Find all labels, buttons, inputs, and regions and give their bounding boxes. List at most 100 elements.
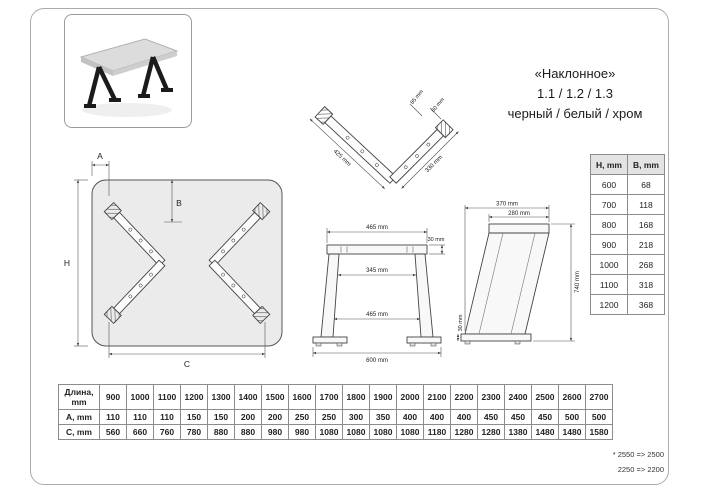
hb-h: 900 bbox=[590, 234, 628, 255]
shadow bbox=[82, 103, 172, 117]
dim-30-foot-label: 30 mm bbox=[458, 314, 464, 331]
inner-edges bbox=[478, 232, 536, 335]
c-cell: 880 bbox=[234, 424, 262, 440]
hb-b: 218 bbox=[626, 234, 665, 255]
a-cell: 500 bbox=[585, 409, 613, 425]
a-cell: 400 bbox=[396, 409, 424, 425]
length-cell: 1800 bbox=[342, 384, 370, 410]
length-cell: 1600 bbox=[288, 384, 316, 410]
v-part-drawing: 425 mm 330 mm 85 mm 60 mm bbox=[309, 89, 459, 190]
dim-85-label: 85 mm bbox=[410, 89, 426, 106]
leg-left bbox=[103, 202, 166, 324]
dim-b-label: B bbox=[176, 198, 182, 208]
dim-30-label: 30 mm bbox=[428, 237, 445, 243]
product-render bbox=[79, 38, 179, 117]
a-cell: 200 bbox=[234, 409, 262, 425]
mount-slots bbox=[340, 246, 414, 253]
a-cell: 110 bbox=[126, 409, 154, 425]
a-cell: 450 bbox=[531, 409, 559, 425]
footnotes: * 2550 => 2500 2250 => 2200 bbox=[552, 447, 664, 477]
length-cell: 1500 bbox=[261, 384, 289, 410]
a-cell: 200 bbox=[261, 409, 289, 425]
c-row: C, mm 560 660 760 780 880 880 980 980 10… bbox=[58, 424, 613, 440]
a-cell: 450 bbox=[477, 409, 505, 425]
row-header-a: A, mm bbox=[58, 409, 100, 425]
a-cell: 150 bbox=[180, 409, 208, 425]
hb-h: 1200 bbox=[590, 294, 628, 315]
hb-b: 68 bbox=[626, 174, 665, 195]
length-cell: 2000 bbox=[396, 384, 424, 410]
c-cell: 1080 bbox=[342, 424, 370, 440]
hb-b: 318 bbox=[626, 274, 665, 295]
hb-h: 600 bbox=[590, 174, 628, 195]
hb-b: 118 bbox=[626, 194, 665, 215]
footnote-2: 2250 => 2200 bbox=[617, 465, 664, 474]
hb-b: 268 bbox=[626, 254, 665, 275]
tabletop-3d bbox=[79, 38, 179, 76]
c-cell: 1080 bbox=[369, 424, 397, 440]
dim-60-label: 60 mm bbox=[431, 97, 447, 114]
row-header-c: C, mm bbox=[58, 424, 100, 440]
title-block: «Наклонное» 1.1 / 1.2 / 1.3 черный / бел… bbox=[472, 64, 678, 124]
dim-740-label: 740 mm bbox=[575, 271, 581, 293]
dim-h-label: H bbox=[64, 258, 70, 268]
length-cell: 1400 bbox=[234, 384, 262, 410]
length-cell: 2400 bbox=[504, 384, 532, 410]
page-border bbox=[30, 8, 669, 485]
dim-280-label: 280 mm bbox=[508, 211, 530, 217]
c-cell: 1480 bbox=[531, 424, 559, 440]
hb-h: 1000 bbox=[590, 254, 628, 275]
c-cell: 560 bbox=[99, 424, 127, 440]
length-cell: 2500 bbox=[531, 384, 559, 410]
length-cell: 1700 bbox=[315, 384, 343, 410]
row-header-length: Длина, mm bbox=[58, 384, 100, 410]
dimension-lines bbox=[74, 161, 266, 358]
leg-right bbox=[208, 202, 271, 324]
dim-330-label: 330 mm bbox=[425, 155, 445, 175]
hb-col-b: B, mm bbox=[626, 154, 665, 175]
hb-header-row: H, mm B, mm bbox=[590, 154, 665, 175]
a-cell: 110 bbox=[99, 409, 127, 425]
c-cell: 1180 bbox=[423, 424, 451, 440]
hb-col-h: H, mm bbox=[590, 154, 628, 175]
dim-345-label: 345 mm bbox=[366, 268, 388, 274]
length-cell: 1300 bbox=[207, 384, 235, 410]
dimension-lines bbox=[456, 205, 575, 342]
dimension-lines bbox=[309, 103, 459, 190]
product-versions: 1.1 / 1.2 / 1.3 bbox=[537, 86, 613, 102]
a-cell: 250 bbox=[288, 409, 316, 425]
a-cell: 400 bbox=[423, 409, 451, 425]
c-cell: 1580 bbox=[585, 424, 613, 440]
a-cell: 400 bbox=[450, 409, 478, 425]
footnote-1: * 2550 => 2500 bbox=[612, 450, 664, 459]
c-cell: 780 bbox=[180, 424, 208, 440]
a-cell: 150 bbox=[207, 409, 235, 425]
a-cell: 500 bbox=[558, 409, 586, 425]
top-view-drawing: A H B C bbox=[64, 151, 283, 369]
dimension-lines bbox=[312, 228, 445, 357]
hb-b: 368 bbox=[626, 294, 665, 315]
c-cell: 760 bbox=[153, 424, 181, 440]
dim-425-label: 425 mm bbox=[332, 149, 352, 168]
c-cell: 1280 bbox=[450, 424, 478, 440]
dim-a-label: A bbox=[97, 151, 103, 161]
dim-c-label: C bbox=[184, 359, 190, 369]
c-cell: 1080 bbox=[315, 424, 343, 440]
product-image-box bbox=[64, 14, 192, 128]
product-colors: черный / белый / хром bbox=[507, 106, 643, 122]
product-name: «Наклонное» bbox=[534, 66, 616, 81]
length-cell: 2300 bbox=[477, 384, 505, 410]
side-view-drawing: 370 mm 280 mm 740 mm 30 mm bbox=[456, 202, 581, 345]
length-cell: 1100 bbox=[153, 384, 181, 410]
c-cell: 1480 bbox=[558, 424, 586, 440]
v-part-body bbox=[314, 106, 454, 184]
tabletop-outline bbox=[91, 179, 283, 347]
hb-h: 1100 bbox=[590, 274, 628, 295]
dim-465-bottom-label: 465 mm bbox=[366, 312, 388, 318]
